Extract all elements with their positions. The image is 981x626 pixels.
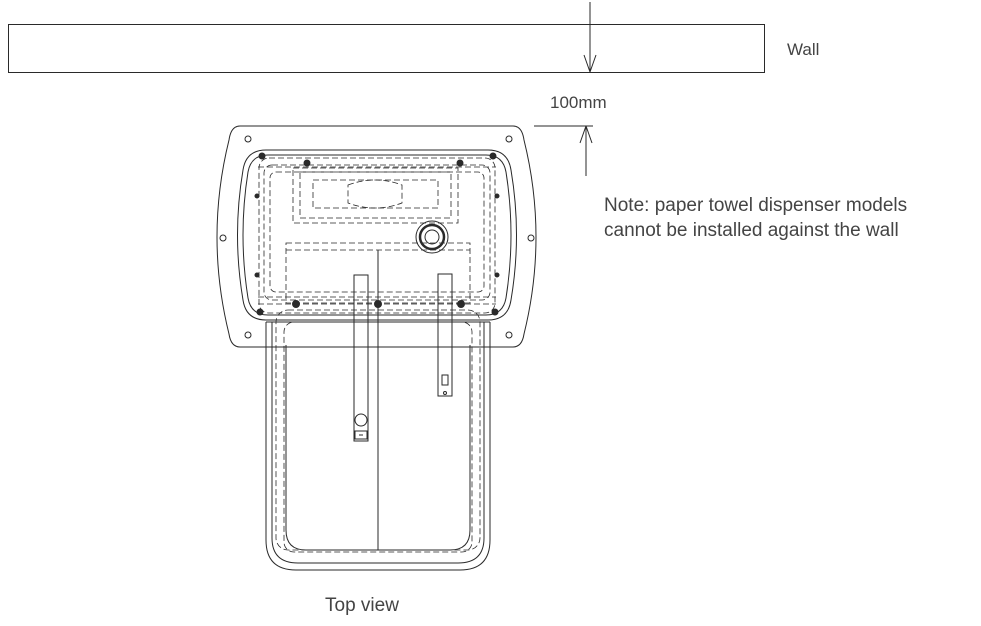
hidden-lines (258, 157, 496, 553)
screws (254, 152, 500, 316)
right-lever (437, 273, 453, 397)
body-outline (237, 149, 517, 321)
body-inner-outline (242, 154, 512, 316)
note-line-1: Note: paper towel dispenser models (604, 195, 908, 216)
view-caption: Top view (325, 595, 399, 616)
installation-note: Note: paper towel dispenser models canno… (604, 193, 979, 243)
mounting-holes (219, 135, 535, 339)
tray-outline (265, 322, 491, 571)
left-lever (353, 274, 369, 442)
knob (415, 220, 449, 254)
clearance-dimension-label: 100mm (550, 93, 607, 112)
dimension-arrow-top (583, 2, 597, 73)
wall-label: Wall (787, 40, 820, 59)
mounting-plate-outline (216, 125, 537, 348)
dimension-arrow-bottom (534, 125, 593, 176)
tray-inner-outline (271, 322, 485, 564)
wall-outline (8, 24, 765, 73)
note-line-2: cannot be installed against the wall (604, 220, 899, 241)
